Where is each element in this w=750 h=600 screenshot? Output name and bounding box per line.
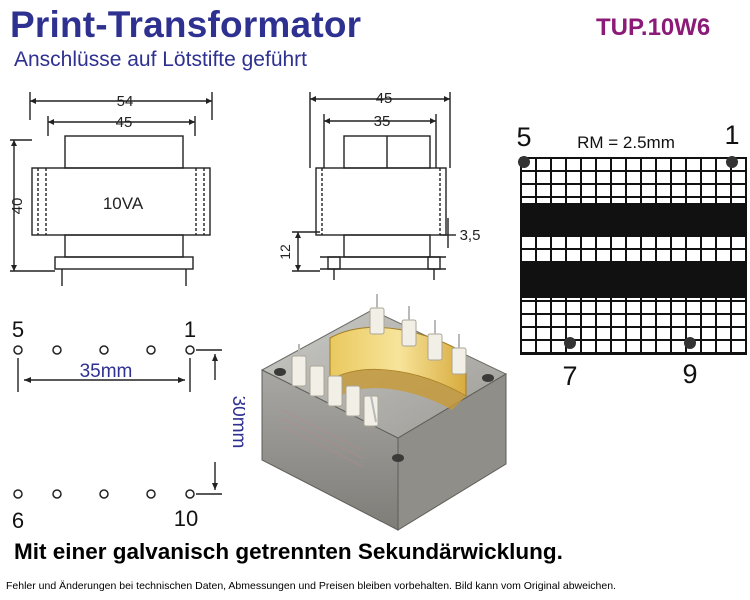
front-height: 40 [9, 198, 26, 215]
pin-footprint-diagram: 5 1 6 10 35mm 30mm [12, 317, 245, 533]
footprint-pin-5-label: 5 [12, 317, 24, 342]
grid-pin-5-label: 5 [516, 122, 531, 152]
grid-pin-7-label: 7 [562, 361, 577, 391]
front-width-inner: 45 [116, 114, 133, 131]
footprint-pin-1-label: 1 [184, 317, 196, 342]
front-view-drawing: 54 45 40 10VA [9, 92, 213, 286]
grid-pitch-label: RM = 2.5mm [577, 133, 675, 152]
side-view-drawing: 45 35 12 3,5 [280, 90, 481, 280]
part-number: TUP.10W6 [596, 14, 711, 41]
vertical-spacing-label: 30mm [228, 396, 245, 449]
grid-pin-9-label: 9 [682, 359, 697, 389]
disclaimer: Fehler und Änderungen bei technischen Da… [6, 580, 616, 592]
page-title: Print-Transformator [10, 4, 362, 45]
footprint-pin-10-label: 10 [174, 506, 198, 531]
horizontal-spacing-label: 35mm [80, 361, 133, 382]
transformer-photo [260, 294, 508, 531]
front-rating-label: 10VA [103, 194, 144, 213]
side-pin-offset: 3,5 [460, 227, 481, 244]
pin-grid-diagram: 5 1 7 9 RM = 2.5mm [516, 120, 747, 391]
page-subtitle: Anschlüsse auf Lötstifte geführt [14, 48, 308, 71]
side-pin-height: 12 [280, 244, 293, 260]
grid-pin-1-label: 1 [724, 120, 739, 150]
side-width-outer: 45 [376, 90, 393, 107]
footprint-pin-6-label: 6 [12, 508, 24, 533]
front-width-outer: 54 [117, 93, 134, 110]
tagline: Mit einer galvanisch getrennten Sekundär… [14, 539, 563, 564]
side-width-inner: 35 [374, 113, 391, 130]
